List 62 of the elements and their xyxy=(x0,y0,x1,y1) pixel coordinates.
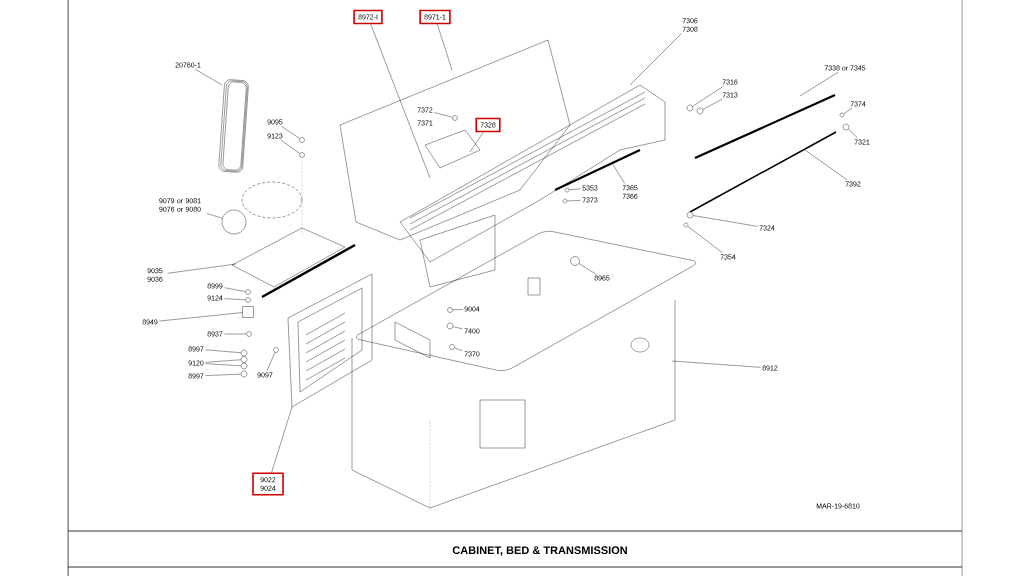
pin xyxy=(564,187,570,193)
leader-line xyxy=(804,149,848,181)
nut xyxy=(299,152,305,158)
screw xyxy=(273,347,279,353)
leader-line xyxy=(578,263,596,275)
leader-line xyxy=(452,309,463,311)
leader-line xyxy=(799,72,839,97)
leader-line xyxy=(194,69,223,86)
leader-line xyxy=(437,24,453,71)
leader-line xyxy=(702,99,723,110)
leader-line xyxy=(205,359,241,363)
leader-line xyxy=(848,129,858,139)
leader-line xyxy=(205,363,241,366)
leader-line xyxy=(692,86,724,107)
washer xyxy=(240,362,248,370)
washer xyxy=(240,356,248,363)
screw xyxy=(449,344,455,350)
washer xyxy=(446,322,454,330)
leader-line xyxy=(224,287,246,292)
screw xyxy=(246,331,252,337)
bushing xyxy=(686,104,694,112)
leader-line xyxy=(266,352,276,372)
leader-line xyxy=(567,200,581,202)
bracket xyxy=(242,306,254,318)
bushing xyxy=(696,107,704,115)
collar xyxy=(686,211,694,219)
washer xyxy=(447,307,453,313)
collar xyxy=(842,123,850,131)
leader-line xyxy=(569,188,581,190)
pin xyxy=(683,222,689,228)
screw xyxy=(299,137,305,143)
leader-line xyxy=(159,312,243,322)
leader-line xyxy=(206,213,223,219)
leader-line xyxy=(224,333,247,335)
screw xyxy=(562,198,568,204)
screw xyxy=(452,115,458,121)
washer xyxy=(240,349,248,357)
leader-line xyxy=(224,298,246,301)
leader-line xyxy=(205,349,241,353)
leader-line xyxy=(167,263,237,274)
leader-line xyxy=(843,108,853,114)
leader-line xyxy=(452,326,463,330)
leader-line xyxy=(370,24,431,179)
leader-line xyxy=(205,373,241,376)
title: CABINET, BED & TRANSMISSION xyxy=(452,546,627,556)
washer xyxy=(245,297,251,303)
leader-line xyxy=(469,132,484,153)
leader-line xyxy=(692,215,758,227)
pulley xyxy=(221,209,247,235)
knob xyxy=(570,256,580,266)
leader-line xyxy=(611,162,625,184)
leader-line xyxy=(281,126,300,139)
leader-line xyxy=(434,112,453,118)
leader-line xyxy=(454,347,463,351)
nut xyxy=(245,289,251,295)
leader-line xyxy=(271,406,293,473)
leader-line xyxy=(629,33,682,86)
leader-line xyxy=(280,140,300,154)
leader-line xyxy=(671,360,761,368)
pin xyxy=(839,112,845,118)
nut xyxy=(240,370,248,378)
leader-line xyxy=(687,226,723,254)
